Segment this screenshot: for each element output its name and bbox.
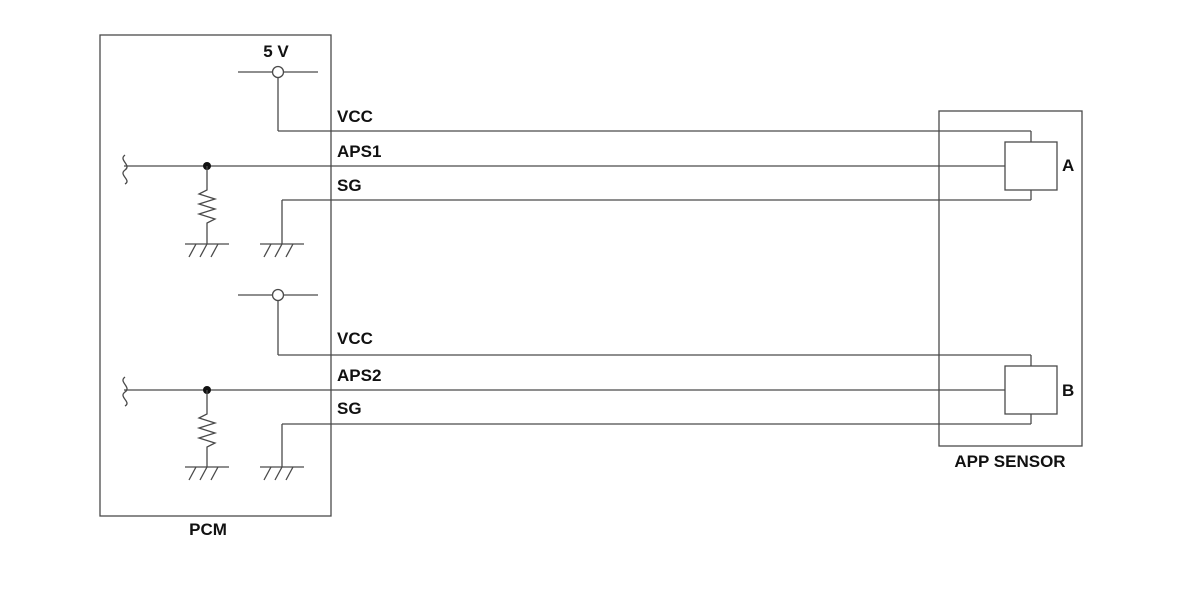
app-sensor-label: APP SENSOR: [954, 452, 1065, 471]
aps1-label: APS1: [337, 142, 381, 161]
supply-terminal-2: [271, 288, 285, 302]
sensor-element-b-label: B: [1062, 381, 1074, 400]
sensor-element-b: [1004, 365, 1058, 415]
sensor-element-a-label: A: [1062, 156, 1074, 175]
sg1-label: SG: [337, 176, 362, 195]
aps2-label: APS2: [337, 366, 381, 385]
circuit-1: 5 V VCC APS1 SG: [122, 42, 1074, 258]
pcm-box: [99, 34, 332, 517]
input-break-symbol-1: [122, 154, 128, 185]
vcc1-label: VCC: [337, 107, 373, 126]
sg2-label: SG: [337, 399, 362, 418]
circuit-2: VCC APS2 SG B: [122, 288, 1074, 481]
ground-symbol-sg-2: [260, 466, 304, 481]
input-break-symbol-2: [122, 376, 128, 407]
ground-symbol-resistor-1: [185, 243, 229, 258]
supply-5v-label: 5 V: [263, 42, 289, 61]
ground-symbol-resistor-2: [185, 466, 229, 481]
vcc2-label: VCC: [337, 329, 373, 348]
ground-symbol-sg-1: [260, 243, 304, 258]
pcm-label: PCM: [189, 520, 227, 539]
pulldown-resistor-1: [196, 166, 218, 244]
sensor-element-a: [1004, 141, 1058, 191]
supply-terminal-1: [271, 65, 285, 79]
app-sensor-box: [938, 110, 1083, 447]
pulldown-resistor-2: [196, 390, 218, 467]
